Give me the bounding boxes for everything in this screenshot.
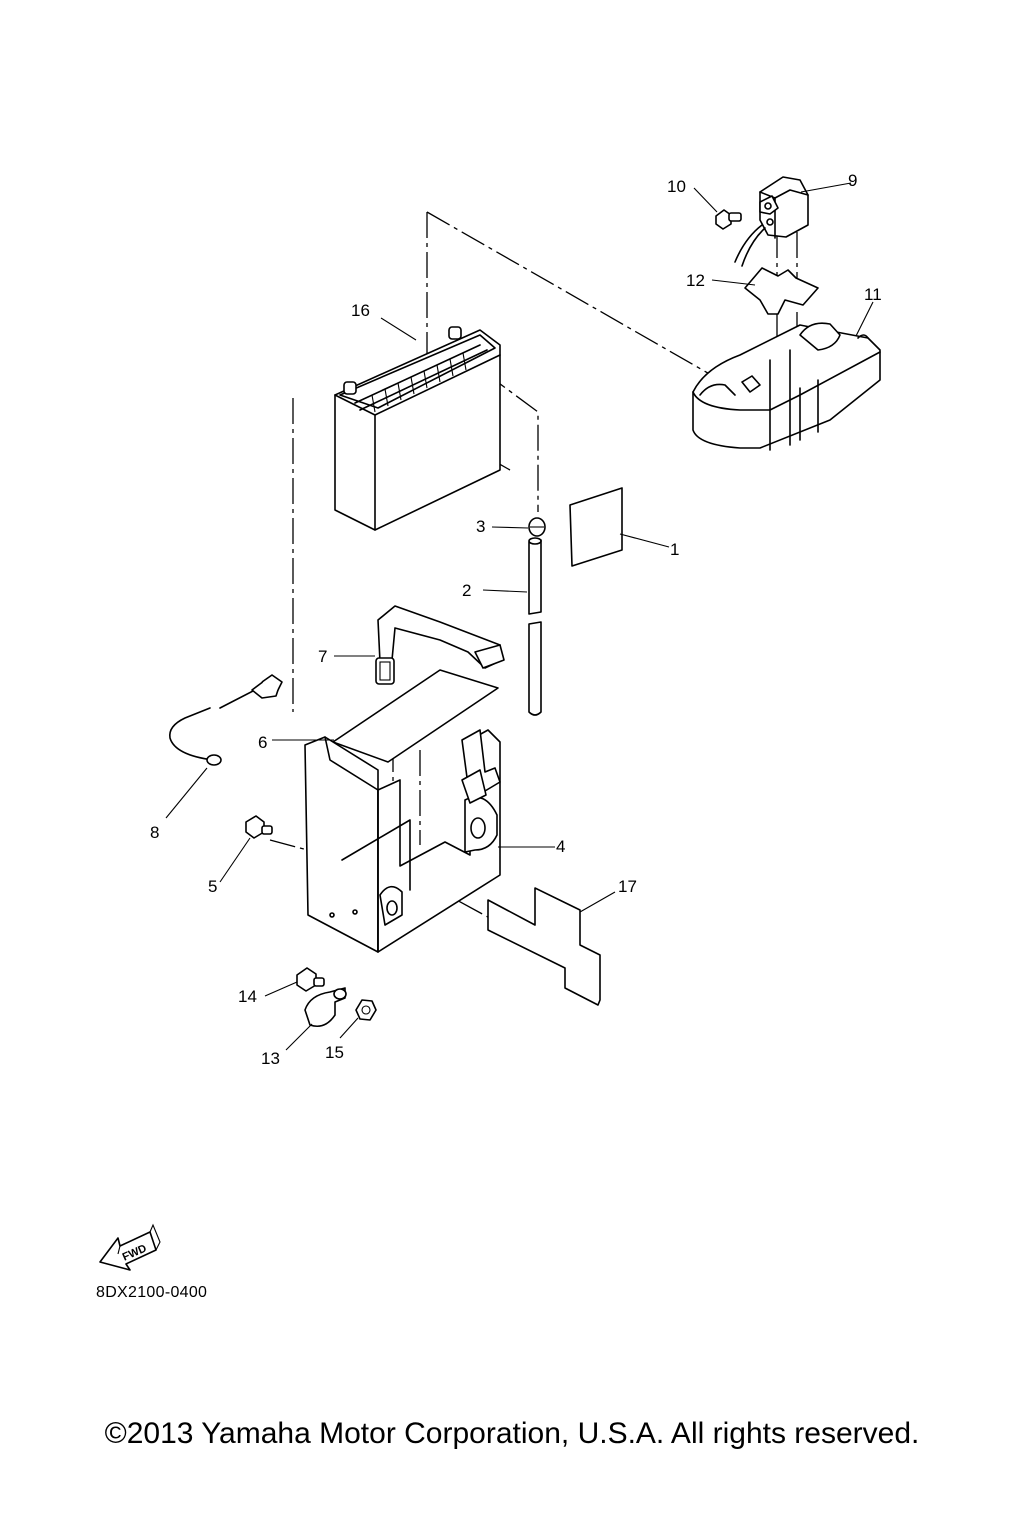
callout-3: 3	[476, 517, 485, 536]
clamp[interactable]	[304, 987, 347, 1028]
breather-cap[interactable]	[528, 517, 546, 537]
battery[interactable]	[334, 326, 501, 531]
callout-11: 11	[864, 285, 882, 304]
fuse-box[interactable]	[692, 322, 881, 451]
callout-16: 16	[351, 301, 370, 320]
callout-8: 8	[150, 823, 159, 842]
bolt-10[interactable]	[715, 209, 742, 230]
callout-2: 2	[462, 581, 471, 600]
callout-10: 10	[667, 177, 686, 196]
heat-shield[interactable]	[487, 887, 601, 1006]
callout-5: 5	[208, 877, 217, 896]
callout-13: 13	[261, 1049, 280, 1068]
diagram-code: 8DX2100-0400	[96, 1284, 208, 1301]
battery-pad[interactable]	[569, 487, 623, 567]
bracket[interactable]	[744, 267, 819, 315]
callout-7: 7	[318, 647, 327, 666]
callout-1: 1	[670, 540, 679, 559]
bolt-14[interactable]	[296, 967, 325, 992]
callout-14: 14	[238, 987, 257, 1006]
starter-relay[interactable]	[734, 176, 809, 267]
nut[interactable]	[355, 999, 377, 1021]
ground-lead[interactable]	[168, 674, 283, 766]
copyright-notice: ©2013 Yamaha Motor Corporation, U.S.A. A…	[104, 1417, 920, 1450]
callout-15: 15	[325, 1043, 344, 1062]
callout-9: 9	[848, 171, 857, 190]
fwd-arrow-icon: FWD	[99, 1223, 161, 1271]
callout-17: 17	[618, 877, 637, 896]
callout-numbers: 16 1 3 2 4 5 6 7 8 9 10 11 12 13 14 15 1…	[150, 171, 882, 1068]
callout-4: 4	[556, 837, 565, 856]
bolt-5[interactable]	[245, 815, 273, 839]
callout-6: 6	[258, 733, 267, 752]
battery-tray-plate[interactable]	[332, 669, 499, 763]
callout-12: 12	[686, 271, 705, 290]
leader-lines	[165, 182, 874, 1051]
battery-box[interactable]	[304, 729, 501, 953]
battery-band[interactable]	[375, 605, 505, 685]
breather-hose[interactable]	[528, 537, 542, 716]
